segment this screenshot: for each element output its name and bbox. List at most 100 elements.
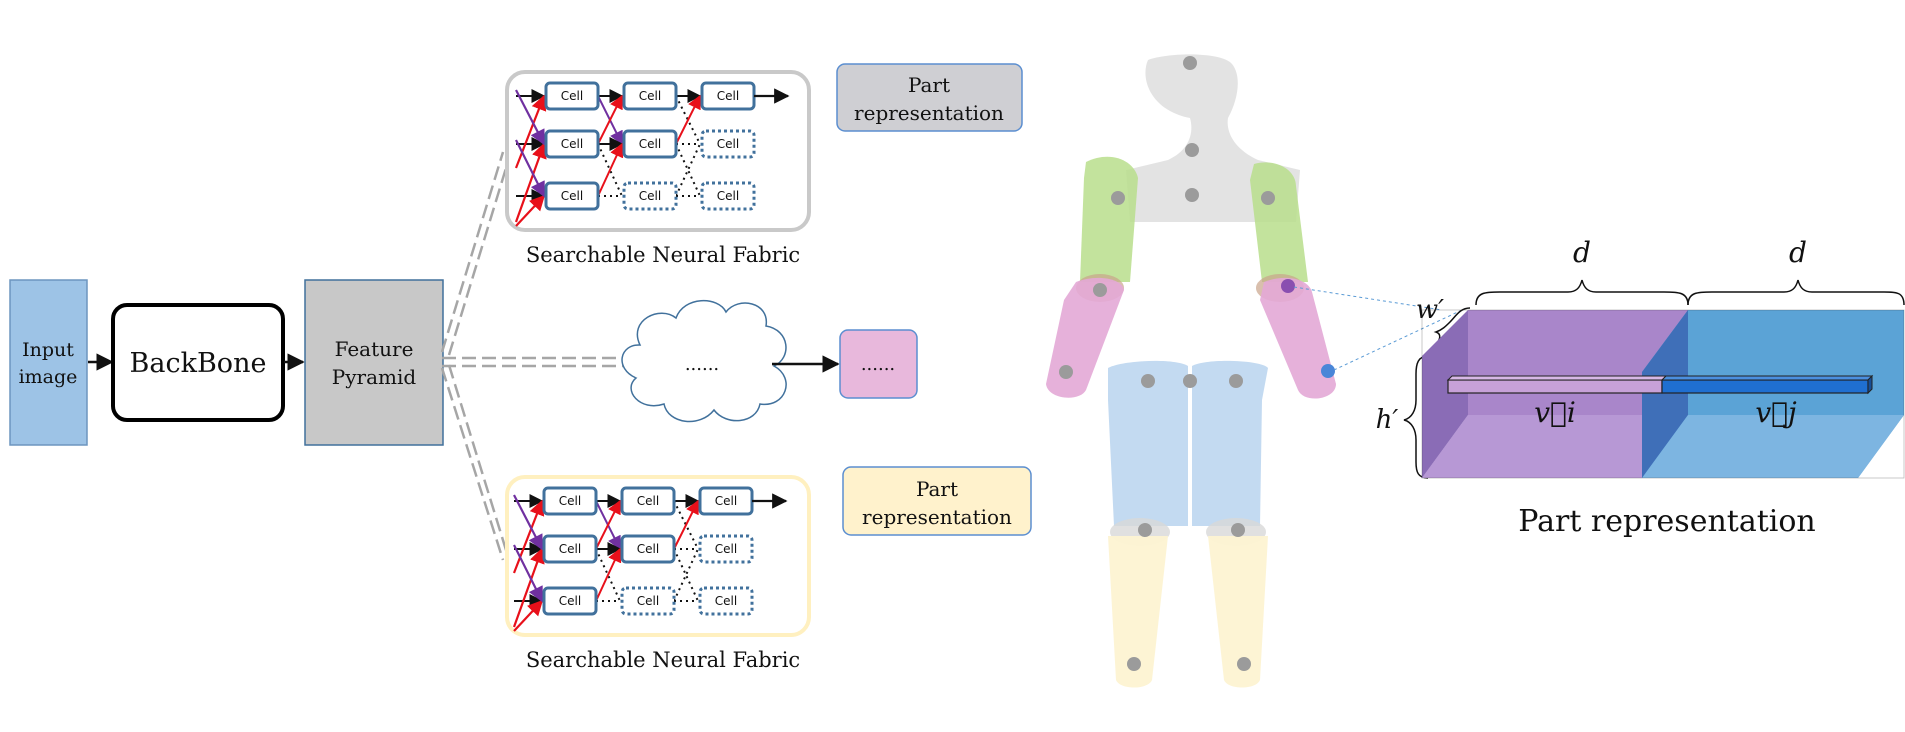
- top-fabric-caption: Searchable Neural Fabric: [526, 243, 800, 267]
- bottom-fabric-up-edge: [595, 499, 621, 550]
- brace-h: [1403, 355, 1429, 479]
- bottom-fabric-cell-label: Cell: [637, 494, 659, 508]
- bottom-fabric-cell: [698, 534, 754, 564]
- right-forearm: [1260, 277, 1336, 399]
- brace-d-right: [1687, 279, 1905, 306]
- feature-pyramid-label-line1: Feature: [335, 337, 414, 361]
- right-leg: [1192, 360, 1268, 526]
- top-fabric-cell: [622, 81, 678, 111]
- bottom-part-label-line1: Part: [916, 477, 958, 501]
- vector-vi-top: [1446, 375, 1668, 381]
- label-h-prime: h′: [1376, 405, 1399, 435]
- label-v-j: v⃗j: [1755, 396, 1797, 429]
- bottom-fabric-cell-label: Cell: [559, 594, 581, 608]
- bottom-fabric-cell-label: Cell: [715, 494, 737, 508]
- middle-output-box: [839, 329, 918, 399]
- human-body-figure: [1046, 54, 1463, 688]
- backbone-label: BackBone: [130, 348, 267, 379]
- top-fabric-cell: [700, 181, 756, 211]
- input-image-label-line1: Input: [22, 339, 74, 361]
- block-outline: [1421, 309, 1905, 479]
- bottom-fabric-cell: [542, 486, 598, 516]
- bottom-fabric-caption: Searchable Neural Fabric: [526, 648, 800, 672]
- vector-vj-top: [1660, 375, 1874, 381]
- left-leg: [1108, 360, 1188, 526]
- label-v-i: v⃗i: [1534, 396, 1576, 429]
- top-fabric-up-edge: [597, 142, 624, 197]
- label-d-right: d: [1789, 236, 1807, 269]
- top-fabric-purple-edge: [515, 89, 545, 146]
- top-fabric-purple-edge: [515, 139, 545, 198]
- label-w-prime: w′: [1416, 295, 1444, 325]
- top-fabric-cell-label: Cell: [717, 189, 739, 203]
- left-upper-arm: [1080, 156, 1138, 282]
- bottom-part-label-line2: representation: [862, 505, 1012, 529]
- bottom-fabric-cell-label: Cell: [715, 594, 737, 608]
- vector-vi-bar: [1447, 379, 1663, 394]
- feature-pyramid-box: [304, 279, 444, 446]
- keypoint-elbow-highlight: [1281, 279, 1295, 293]
- keypoint-wrist-highlight: [1321, 364, 1335, 378]
- body-keypoints: [1059, 56, 1275, 671]
- top-fabric-cell-label: Cell: [717, 89, 739, 103]
- top-fabric-up-edge: [597, 94, 623, 145]
- top-fabric-cell: [544, 181, 600, 211]
- bottom-fabric-cell-label: Cell: [559, 542, 581, 556]
- blue-block-side: [1642, 310, 1688, 478]
- top-fabric-cell: [544, 129, 600, 159]
- top-fabric-red-edge: [515, 194, 546, 227]
- bottom-fabric-red-edge: [512, 547, 545, 628]
- input-image-box: [9, 279, 88, 446]
- label-d-left: d: [1573, 236, 1591, 269]
- left-lower-leg: [1108, 536, 1168, 688]
- top-fabric-cell: [700, 129, 756, 159]
- top-fabric-cell: [622, 129, 678, 159]
- right-lower-leg: [1208, 536, 1268, 688]
- bottom-fabric-cell: [620, 486, 676, 516]
- bottom-fabric-cell: [542, 534, 598, 564]
- bottom-fabric-cell: [698, 586, 754, 616]
- top-fabric-cell: [622, 181, 678, 211]
- middle-cloud-label: ......: [685, 354, 719, 375]
- bottom-fabric-red-edge: [512, 499, 545, 574]
- bottom-fabric-up-edge: [595, 547, 622, 602]
- part-representation-caption: Part representation: [1518, 504, 1816, 539]
- bottom-fabric-red-edge: [513, 599, 544, 632]
- top-fabric-up-edge: [675, 94, 701, 145]
- top-fabric-cell-label: Cell: [561, 137, 583, 151]
- bottom-fabric-cell-label: Cell: [715, 542, 737, 556]
- pyramid-connectors: [440, 151, 625, 564]
- blue-block-bottom: [1642, 415, 1904, 478]
- top-fabric-cell: [544, 81, 600, 111]
- bottom-fabric-purple-edge: [513, 544, 543, 603]
- top-part-label-line2: representation: [854, 101, 1004, 125]
- middle-cloud: [621, 299, 787, 423]
- purple-block-bottom: [1422, 415, 1688, 478]
- feature-pyramid-label-line2: Pyramid: [332, 365, 417, 389]
- bottom-part-representation-box: [842, 466, 1032, 536]
- part-representation-block: d d w′ h′ v⃗i v⃗j Part representation: [1376, 236, 1905, 539]
- input-image-label-line2: image: [19, 366, 78, 388]
- bottom-fabric-cell-label: Cell: [637, 594, 659, 608]
- top-fabric-red-edge: [514, 142, 547, 223]
- right-upper-arm: [1250, 162, 1308, 282]
- bottom-fabric-cell: [542, 586, 598, 616]
- top-fabric-cell-label: Cell: [639, 189, 661, 203]
- top-fabric-red-edge: [514, 94, 547, 169]
- bottom-fabric-up-edge: [673, 499, 699, 550]
- top-fabric-cell-label: Cell: [561, 89, 583, 103]
- bottom-fabric-cell-label: Cell: [637, 542, 659, 556]
- bottom-fabric-cell: [620, 586, 676, 616]
- bottom-fabric-purple-edge: [513, 494, 543, 551]
- backbone-box: [111, 303, 285, 422]
- purple-block-side: [1422, 310, 1468, 478]
- elbow-link: [1293, 286, 1443, 311]
- top-fabric-cell-label: Cell: [639, 89, 661, 103]
- top-fabric-cell-label: Cell: [561, 189, 583, 203]
- brace-d-left: [1475, 279, 1689, 306]
- bottom-fabric-cell: [620, 534, 676, 564]
